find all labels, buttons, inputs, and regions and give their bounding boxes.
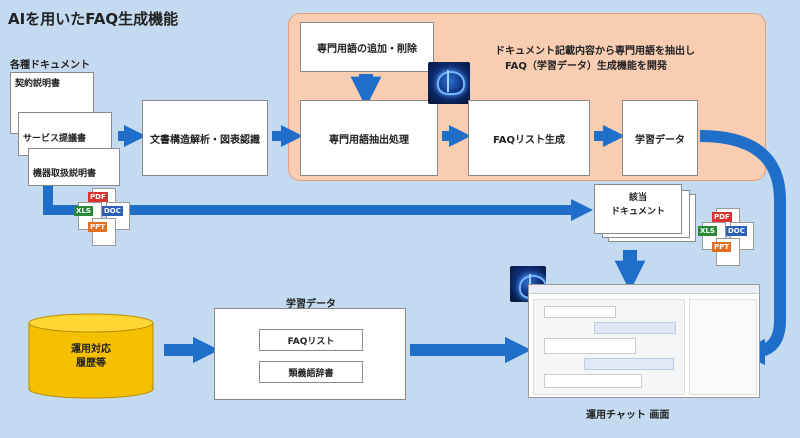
arrow-docs-to-target [43,186,594,222]
doc-tag: DOC [102,206,123,216]
history-line2: 履歴等 [76,358,106,369]
doc-tag: DOC [726,226,747,236]
file-icons-left: PDF XLS DOC PPT [74,188,138,248]
target-docs: 該当 ドキュメント [594,184,682,234]
ppt-tag: PPT [88,222,108,232]
target-docs-line2: ドキュメント [610,207,665,217]
ai-brain-icon [428,62,470,104]
doc-service-label: サービス提議書 [23,134,87,144]
chat-bubble [544,374,642,388]
extract-box: 専門用語抽出処理 [300,100,438,176]
xls-tag: XLS [698,226,717,236]
doc-contract-label: 契約説明書 [15,79,61,89]
xls-tag: XLS [74,206,93,216]
doc-manual: 機器取扱説明書 [28,148,120,186]
chat-bubble [594,322,676,334]
chat-side-panel [689,299,757,395]
learning-data-panel: 学習データ FAQリスト 類義語辞書 [214,299,406,400]
target-docs-line1: 該当 [628,193,647,203]
analysis-box: 文書構造解析・図表認識 [142,100,268,176]
page-title: AIを用いたFAQ生成機能 [8,10,179,28]
sources-label: 各種ドキュメント [10,60,90,71]
pdf-tag: PDF [712,212,732,222]
chat-bubble [584,358,674,370]
learning-box: 学習データ [622,100,698,176]
doc-manual-label: 機器取扱説明書 [33,169,97,179]
ppt-tag: PPT [712,242,732,252]
chat-log-area [533,299,685,395]
term-edit-box: 専門用語の追加・削除 [300,22,434,72]
history-line1: 運用対応 [71,344,111,355]
chat-caption: 運用チャット 画面 [586,410,670,421]
file-icons-right: PDF XLS DOC PPT [698,208,762,268]
chat-bubble [544,338,636,354]
chat-screen-thumbnail [528,284,760,398]
region-note: ドキュメント記載内容から専門用語を抽出し FAQ（学習データ）生成機能を開発 [495,44,695,74]
faq-gen-box: FAQリスト生成 [468,100,590,176]
pdf-tag: PDF [88,192,108,202]
note-line-2: FAQ（学習データ）生成機能を開発 [505,61,667,72]
chat-bubble [544,306,616,318]
synonym-dict-item: 類義語辞書 [259,361,363,383]
faq-list-item: FAQリスト [259,329,363,351]
note-line-1: ドキュメント記載内容から専門用語を抽出し [495,46,695,57]
arrow-learning-to-chat [699,130,786,366]
history-database: 運用対応 履歴等 [28,313,154,399]
database-cylinder-icon [28,313,154,399]
learning-data-title: 学習データ [286,299,336,310]
chat-screen-header [529,285,759,294]
